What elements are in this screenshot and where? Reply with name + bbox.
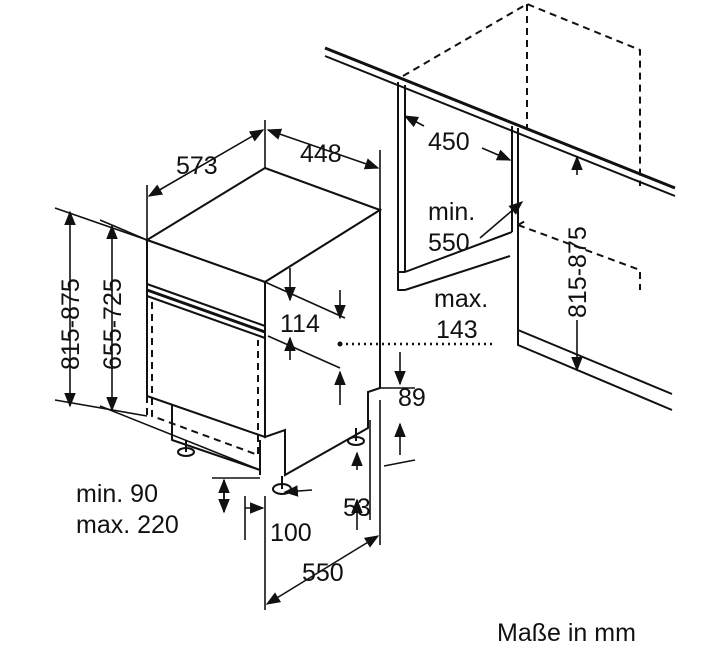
label-cabinet-450: 450 xyxy=(428,128,470,156)
label-foot-53: 53 xyxy=(343,494,371,522)
label-panel-114: 114 xyxy=(280,310,320,338)
kitchen-cabinet xyxy=(324,2,676,411)
label-niche-550: 550 xyxy=(428,229,470,257)
units-note: Maße in mm xyxy=(497,619,636,647)
label-depth-550: 550 xyxy=(302,559,344,587)
label-min-90: min. 90 xyxy=(76,480,158,508)
dimension-lines xyxy=(54,115,583,610)
label-niche-min: min. xyxy=(428,198,475,226)
label-depth-573: 573 xyxy=(176,152,218,180)
dishwasher-body xyxy=(144,166,383,495)
label-max-220: max. 220 xyxy=(76,511,179,539)
label-height-815-875-left: 815-875 xyxy=(57,278,85,370)
label-plinth-89: 89 xyxy=(398,384,426,412)
label-offset-100: 100 xyxy=(270,519,312,547)
label-max-143: 143 xyxy=(436,316,478,344)
label-max: max. xyxy=(434,285,488,313)
label-height-655-725: 655-725 xyxy=(99,278,127,370)
label-height-815-875-right: 815-875 xyxy=(564,226,592,318)
label-width-448: 448 xyxy=(300,140,342,168)
